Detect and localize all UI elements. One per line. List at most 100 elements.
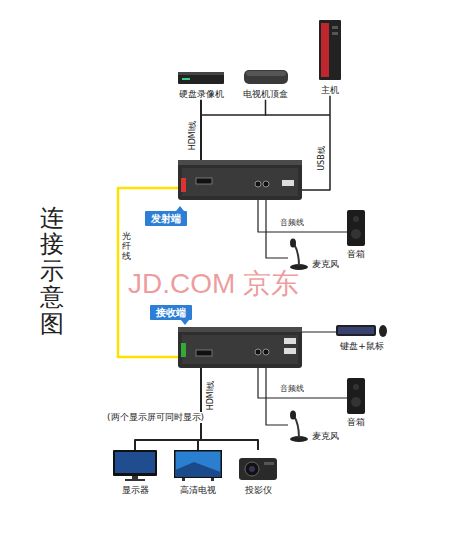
- icon-part: [288, 410, 310, 442]
- device-body: [178, 327, 302, 368]
- audio-jack: [263, 349, 269, 355]
- icon-part: [347, 378, 365, 414]
- device-label: 麦克风: [312, 431, 339, 442]
- settop-box: 电视机顶盒: [243, 68, 288, 100]
- icon-part: [178, 70, 224, 86]
- device-label: 投影仪: [245, 485, 272, 496]
- icon-part: [338, 327, 374, 334]
- microphone: 麦克风: [288, 238, 339, 270]
- audio-jack: [255, 181, 261, 187]
- icon-part: [178, 72, 224, 75]
- microphone: 麦克风: [288, 410, 339, 442]
- icon-part: [176, 452, 221, 477]
- device-label: 键盘+鼠标: [340, 341, 384, 352]
- cable-label: 光纤线: [122, 232, 131, 262]
- spk-icon: [347, 210, 365, 246]
- icon-part: [113, 450, 157, 476]
- device-label: 音箱: [347, 417, 365, 428]
- transmitter-box: 发射端: [178, 160, 302, 200]
- usb-port: [284, 348, 296, 354]
- icon-part: [321, 23, 329, 77]
- icon-part: [288, 238, 310, 270]
- icon-part: [336, 322, 388, 338]
- icon-part: [249, 466, 255, 472]
- device-label: 高清电视: [180, 485, 216, 496]
- usb-port: [282, 180, 294, 186]
- cable-line: [266, 368, 288, 425]
- icon-part: [353, 384, 359, 390]
- icon-part: [332, 32, 338, 35]
- device-tag: 接收端: [150, 305, 192, 320]
- cable-line: [302, 96, 330, 190]
- mon-icon: [113, 450, 157, 482]
- cable-label: 音频线: [280, 218, 304, 227]
- icon-part: [132, 476, 138, 479]
- cable-label: HDMI线: [188, 120, 197, 149]
- icon-part: [290, 239, 296, 248]
- icon-part: [211, 478, 214, 481]
- icon-part: [125, 479, 145, 481]
- icon-part: [347, 210, 365, 246]
- icon-part: [319, 20, 341, 80]
- watermark: JD.COM 京东: [128, 270, 299, 298]
- cable-line: [302, 331, 336, 332]
- hd-tv: 高清电视: [174, 450, 222, 496]
- device-label: 硬盘录像机: [179, 89, 224, 100]
- cable-label: USB线: [317, 146, 326, 170]
- receiver-device: [178, 327, 302, 368]
- icon-part: [264, 462, 274, 465]
- speaker: 音箱: [347, 210, 365, 260]
- cable-wire: [265, 114, 330, 116]
- device-body: [178, 160, 302, 200]
- icon-part: [290, 411, 296, 420]
- hdmi-port: [196, 350, 212, 356]
- cable-line: [266, 200, 288, 258]
- proj-icon: [238, 450, 278, 482]
- pc-tower: 主机: [318, 20, 342, 96]
- icon-part: [244, 68, 288, 86]
- terminal: [181, 343, 186, 357]
- mic-icon: [288, 238, 310, 270]
- cable-label: HDMI线: [206, 380, 215, 409]
- tv-icon: [174, 450, 222, 482]
- icon-part: [239, 458, 277, 480]
- icon-part: [336, 325, 376, 336]
- icon-part: [174, 450, 222, 482]
- monitor: 显示器: [113, 450, 157, 496]
- icon-part: [379, 325, 387, 337]
- icon-part: [332, 26, 338, 29]
- cable-line: [258, 368, 347, 398]
- dvr-icon: [178, 70, 224, 86]
- icon-part: [347, 210, 365, 246]
- device-label: 麦克风: [312, 259, 339, 270]
- mic-icon: [288, 410, 310, 442]
- icon-part: [294, 416, 299, 438]
- spk-icon: [347, 378, 365, 414]
- terminal: [181, 178, 186, 192]
- speaker: 音箱: [347, 378, 365, 428]
- icon-part: [178, 72, 224, 84]
- device-top: [178, 160, 302, 165]
- device-tag: 发射端: [145, 211, 187, 226]
- icon-part: [318, 20, 342, 82]
- device-label: 显示器: [122, 485, 149, 496]
- icon-part: [182, 78, 190, 80]
- icon-part: [351, 229, 361, 239]
- hdmi-port: [196, 178, 212, 184]
- dvr-device: 硬盘录像机: [178, 70, 224, 100]
- receiver-box: 接收端: [178, 327, 302, 368]
- stb-icon: [244, 68, 288, 86]
- icon-part: [347, 378, 365, 414]
- usb-port: [284, 338, 296, 344]
- icon-part: [238, 450, 278, 482]
- icon-part: [174, 450, 222, 478]
- icon-part: [353, 216, 359, 222]
- device-label: 音箱: [347, 249, 365, 260]
- device-face: [182, 335, 298, 364]
- cable-line: [201, 368, 258, 450]
- icon-part: [176, 462, 221, 477]
- icon-part: [246, 71, 286, 76]
- projector: 投影仪: [238, 450, 278, 496]
- device-face: [182, 168, 298, 196]
